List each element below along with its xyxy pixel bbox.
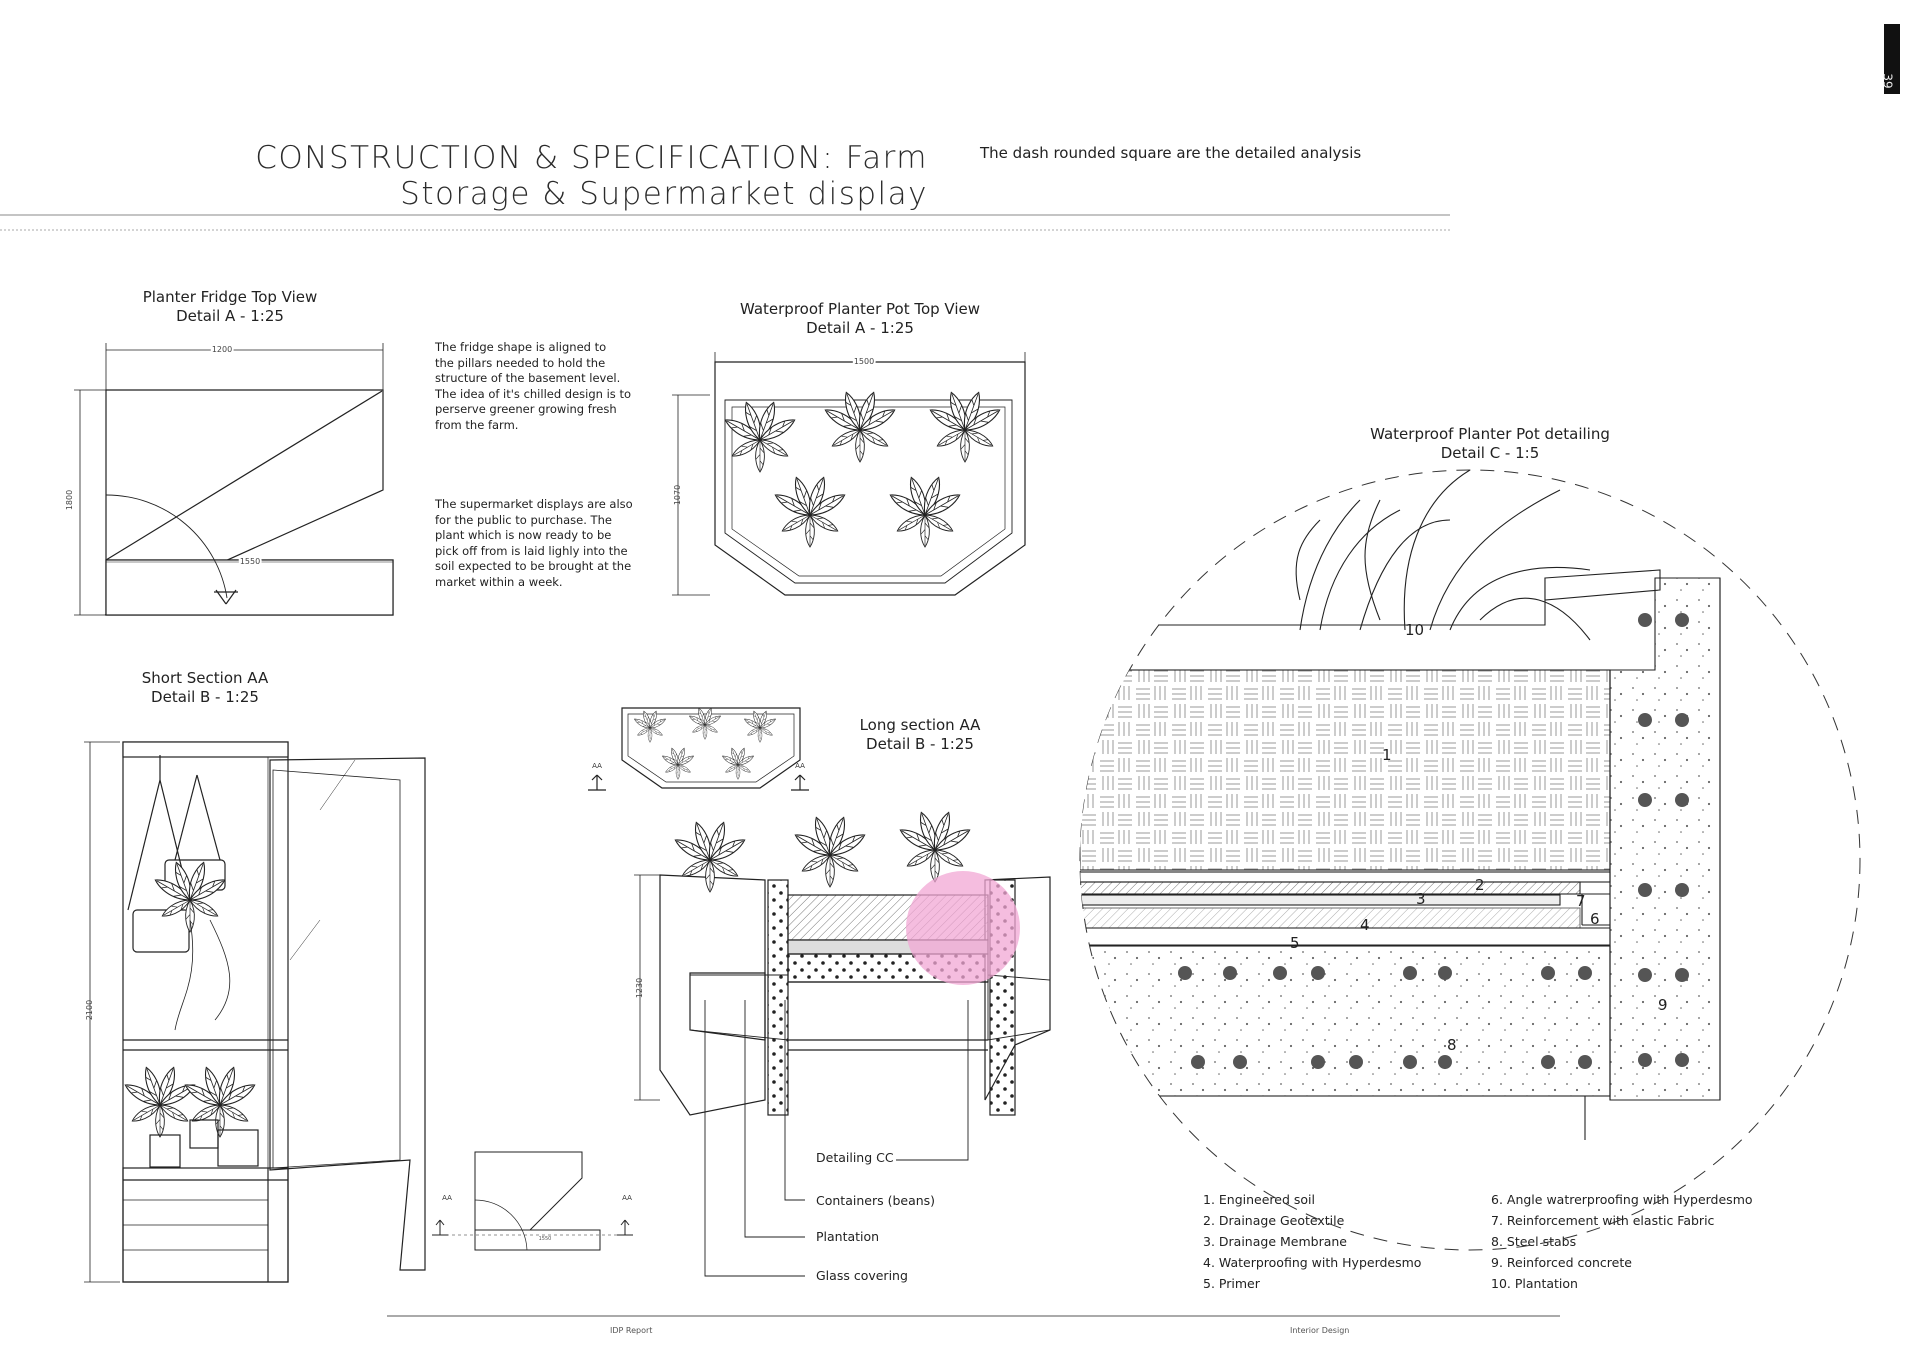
header-note: The dash rounded square are the detailed…: [980, 144, 1362, 162]
long-section-drawing: [588, 707, 1051, 1277]
pot-top-view-scale: Detail A - 1:25: [806, 319, 914, 337]
pot-detailing-title: Waterproof Planter Pot detailing Detail …: [1340, 425, 1640, 463]
long-section-dim-side: 1230: [635, 978, 644, 998]
long-section-marker-right: AA: [795, 762, 805, 770]
pot-detailing-name: Waterproof Planter Pot detailing: [1370, 425, 1610, 443]
legend-item: 5. Primer: [1203, 1276, 1260, 1291]
footer-left: IDP Report: [610, 1326, 653, 1335]
supermarket-description-line: plant which is now ready to be: [435, 528, 612, 542]
detail-number-2: 2: [1475, 876, 1485, 894]
short-section-title: Short Section AA Detail B - 1:25: [100, 669, 310, 707]
long-section-scale: Detail B - 1:25: [866, 735, 974, 753]
page-title: CONSTRUCTION & SPECIFICATION: Farm Stora…: [150, 140, 928, 212]
fridge-top-view-drawing: [74, 343, 394, 616]
steel-stabs: [1178, 613, 1689, 1069]
legend-item: 2. Drainage Geotextile: [1203, 1213, 1345, 1228]
detail-number-3: 3: [1416, 890, 1426, 908]
legend-right: 6. Angle watrerproofing with Hyperdesmo …: [1491, 1189, 1753, 1294]
fridge-dim-mid: 1550: [240, 557, 260, 566]
small-plan-marker-right: AA: [622, 1194, 632, 1202]
fridge-description-line: from the farm.: [435, 417, 519, 432]
long-section-marker-left: AA: [592, 762, 602, 770]
legend-item: 1. Engineered soil: [1203, 1192, 1315, 1207]
supermarket-description-line: for the public to purchase. The: [435, 512, 612, 527]
legend-item: 3. Drainage Membrane: [1203, 1234, 1347, 1249]
long-section-title: Long section AA Detail B - 1:25: [820, 716, 1020, 754]
legend-item: 6. Angle watrerproofing with Hyperdesmo: [1491, 1192, 1753, 1207]
small-fridge-plan: [432, 1151, 633, 1251]
fridge-description-line: structure of the basement level.: [435, 371, 621, 385]
pot-top-view-name: Waterproof Planter Pot Top View: [739, 300, 981, 318]
detail-highlight-circle: [906, 871, 1020, 985]
legend-item: 7. Reinforcement with elastic Fabric: [1491, 1213, 1715, 1228]
fridge-top-view-name: Planter Fridge Top View: [142, 288, 318, 306]
fridge-description-line: The fridge shape is aligned to: [435, 340, 607, 354]
detail-number-4: 4: [1360, 916, 1370, 934]
callout-containers: Containers (beans): [816, 1193, 936, 1208]
supermarket-description-line: The supermarket displays are also: [435, 497, 633, 511]
fridge-description-line: The idea of it's chilled design is to: [435, 386, 631, 401]
legend-left: 1. Engineered soil 2. Drainage Geotextil…: [1203, 1189, 1421, 1294]
fridge-top-view-scale: Detail A - 1:25: [176, 307, 284, 325]
pot-top-view-title: Waterproof Planter Pot Top View Detail A…: [700, 300, 1020, 338]
legend-item: 4. Waterproofing with Hyperdesmo: [1203, 1255, 1422, 1270]
short-section-dim-side: 2100: [85, 1000, 94, 1020]
detail-numbers: 1 2 3 4 5 6 7 8 9 10: [1290, 621, 1668, 1054]
supermarket-description-line: soil expected to be brought at the: [435, 559, 632, 573]
fridge-description-line: perserve greener growing fresh: [435, 402, 617, 416]
page-title-line2: Storage & Supermarket display: [400, 176, 928, 212]
detail-number-10: 10: [1405, 621, 1424, 639]
detail-number-7: 7: [1576, 892, 1586, 910]
pot-detailing-drawing: [1080, 470, 1721, 1140]
pot-dim-top: 1500: [854, 357, 874, 366]
callout-plantation: Plantation: [816, 1229, 880, 1244]
page-title-line1: CONSTRUCTION & SPECIFICATION: Farm: [255, 140, 928, 176]
supermarket-description-line: pick off from is laid lighly into the: [435, 543, 628, 558]
detail-number-5: 5: [1290, 934, 1300, 952]
short-section-drawing: [84, 741, 426, 1283]
fridge-description-line: the pillars needed to hold the: [435, 355, 606, 370]
supermarket-description: The supermarket displays are also for th…: [435, 497, 655, 590]
fridge-dim-side: 1800: [65, 490, 74, 510]
pot-dim-side: 1070: [673, 485, 682, 505]
callout-glass-covering: Glass covering: [816, 1268, 908, 1283]
fridge-description: The fridge shape is aligned to the pilla…: [435, 340, 655, 433]
detail-number-8: 8: [1447, 1036, 1457, 1054]
fridge-top-view-title: Planter Fridge Top View Detail A - 1:25: [120, 288, 340, 326]
legend-item: 8. Steel stabs: [1491, 1234, 1577, 1249]
supermarket-description-line: market within a week.: [435, 574, 563, 589]
long-section-name: Long section AA: [859, 716, 981, 734]
detail-number-9: 9: [1658, 996, 1668, 1014]
detail-number-6: 6: [1590, 910, 1600, 928]
small-plan-marker-left: AA: [442, 1194, 452, 1202]
pot-top-view-drawing: [672, 352, 1026, 596]
footer-right: Interior Design: [1290, 1326, 1350, 1335]
detail-number-1: 1: [1382, 746, 1392, 764]
fridge-dim-top: 1200: [212, 345, 232, 354]
pot-detailing-scale: Detail C - 1:5: [1440, 444, 1540, 462]
short-section-name: Short Section AA: [141, 669, 269, 687]
callout-detailing-cc: Detailing CC: [816, 1150, 894, 1165]
page-tab-marker: [1884, 24, 1900, 94]
small-plan-dim: 1550: [539, 1236, 552, 1242]
legend-item: 9. Reinforced concrete: [1491, 1255, 1632, 1270]
legend-item: 10. Plantation: [1491, 1276, 1578, 1291]
short-section-scale: Detail B - 1:25: [151, 688, 259, 706]
